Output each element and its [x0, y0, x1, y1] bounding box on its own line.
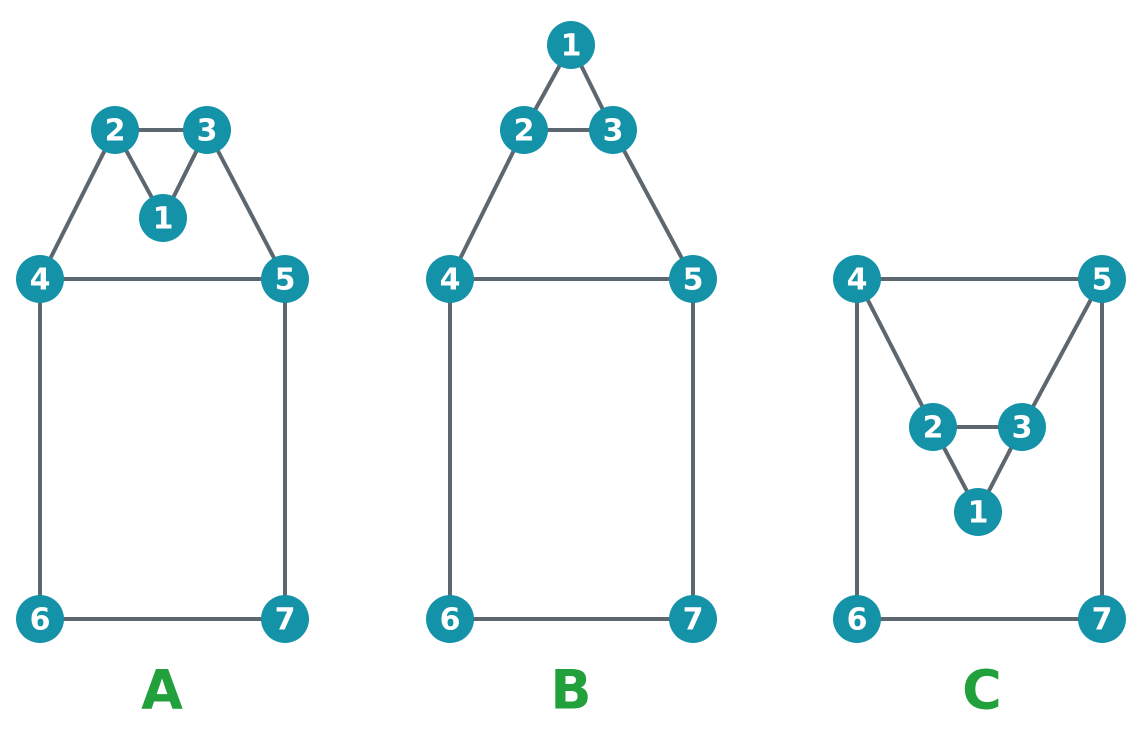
node-label: 5 — [275, 263, 296, 298]
node-label: 2 — [923, 411, 944, 446]
node-circle[interactable] — [426, 595, 474, 643]
node-circle[interactable] — [909, 403, 957, 451]
graph-node-6[interactable]: 6 — [426, 595, 474, 643]
node-label: 3 — [603, 114, 624, 149]
node-circle[interactable] — [426, 255, 474, 303]
node-circle[interactable] — [183, 106, 231, 154]
graph-edge — [865, 298, 925, 408]
panel-caption-a: A — [141, 659, 183, 722]
nodes-layer: 1 2 3 4 5 6 7 1 2 3 4 5 6 7 1 2 3 4 5 6 7 — [16, 21, 1126, 643]
graph-node-2[interactable]: 2 — [500, 106, 548, 154]
graph-edge — [986, 446, 1014, 493]
node-label: 5 — [683, 263, 704, 298]
graph-edge — [171, 149, 199, 199]
node-label: 1 — [153, 202, 174, 237]
node-circle[interactable] — [16, 255, 64, 303]
panel-nodes-panel-b: 1 2 3 4 5 6 7 — [426, 21, 717, 643]
node-label: 3 — [197, 114, 218, 149]
graph-node-4[interactable]: 4 — [426, 255, 474, 303]
node-circle[interactable] — [91, 106, 139, 154]
graph-edge — [458, 149, 516, 260]
node-circle[interactable] — [1078, 255, 1126, 303]
node-label: 4 — [440, 263, 461, 298]
graph-node-6[interactable]: 6 — [16, 595, 64, 643]
node-label: 6 — [440, 603, 461, 638]
node-circle[interactable] — [500, 106, 548, 154]
graph-node-3[interactable]: 3 — [183, 106, 231, 154]
graph-edge — [579, 64, 605, 111]
panel-nodes-panel-a: 1 2 3 4 5 6 7 — [16, 106, 309, 643]
graph-node-1[interactable]: 1 — [547, 21, 595, 69]
node-circle[interactable] — [954, 488, 1002, 536]
node-circle[interactable] — [547, 21, 595, 69]
node-label: 6 — [30, 603, 51, 638]
node-circle[interactable] — [1078, 595, 1126, 643]
panel-caption-c: C — [962, 659, 1002, 722]
graph-node-1[interactable]: 1 — [139, 194, 187, 242]
graph-node-6[interactable]: 6 — [833, 595, 881, 643]
graph-edge — [215, 149, 277, 260]
graph-node-2[interactable]: 2 — [909, 403, 957, 451]
graph-node-5[interactable]: 5 — [261, 255, 309, 303]
node-label: 2 — [514, 114, 535, 149]
node-circle[interactable] — [669, 595, 717, 643]
graph-edge — [1031, 298, 1093, 408]
graph-node-4[interactable]: 4 — [833, 255, 881, 303]
panel-edges-panel-b — [448, 64, 695, 621]
node-label: 4 — [847, 263, 868, 298]
node-label: 7 — [1092, 603, 1113, 638]
panel-nodes-panel-c: 1 2 3 4 5 6 7 — [833, 255, 1126, 643]
node-circle[interactable] — [833, 595, 881, 643]
node-label: 5 — [1092, 263, 1113, 298]
graph-node-7[interactable]: 7 — [261, 595, 309, 643]
graph-node-7[interactable]: 7 — [669, 595, 717, 643]
node-label: 1 — [968, 496, 989, 531]
graph-node-7[interactable]: 7 — [1078, 595, 1126, 643]
edges-layer — [38, 64, 1104, 621]
panel-edges-panel-c — [855, 277, 1104, 621]
node-label: 2 — [105, 114, 126, 149]
graph-edge — [48, 149, 107, 260]
graph-node-3[interactable]: 3 — [998, 403, 1046, 451]
graph-edge — [124, 149, 154, 199]
node-label: 7 — [683, 603, 704, 638]
graph-node-5[interactable]: 5 — [1078, 255, 1126, 303]
node-circle[interactable] — [589, 106, 637, 154]
node-circle[interactable] — [139, 194, 187, 242]
node-circle[interactable] — [833, 255, 881, 303]
node-circle[interactable] — [261, 255, 309, 303]
node-label: 4 — [30, 263, 51, 298]
node-circle[interactable] — [669, 255, 717, 303]
graph-node-5[interactable]: 5 — [669, 255, 717, 303]
captions-layer: A B C — [141, 659, 1002, 722]
graph-node-1[interactable]: 1 — [954, 488, 1002, 536]
graph-edge — [533, 64, 562, 111]
panel-caption-b: B — [550, 659, 591, 722]
graph-node-4[interactable]: 4 — [16, 255, 64, 303]
node-circle[interactable] — [261, 595, 309, 643]
node-label: 6 — [847, 603, 868, 638]
graph-edge — [941, 446, 970, 493]
panel-edges-panel-a — [38, 128, 287, 621]
node-label: 7 — [275, 603, 296, 638]
graph-node-3[interactable]: 3 — [589, 106, 637, 154]
node-label: 1 — [561, 29, 582, 64]
graph-edge — [622, 149, 684, 260]
node-label: 3 — [1012, 411, 1033, 446]
node-circle[interactable] — [998, 403, 1046, 451]
node-circle[interactable] — [16, 595, 64, 643]
graph-node-2[interactable]: 2 — [91, 106, 139, 154]
